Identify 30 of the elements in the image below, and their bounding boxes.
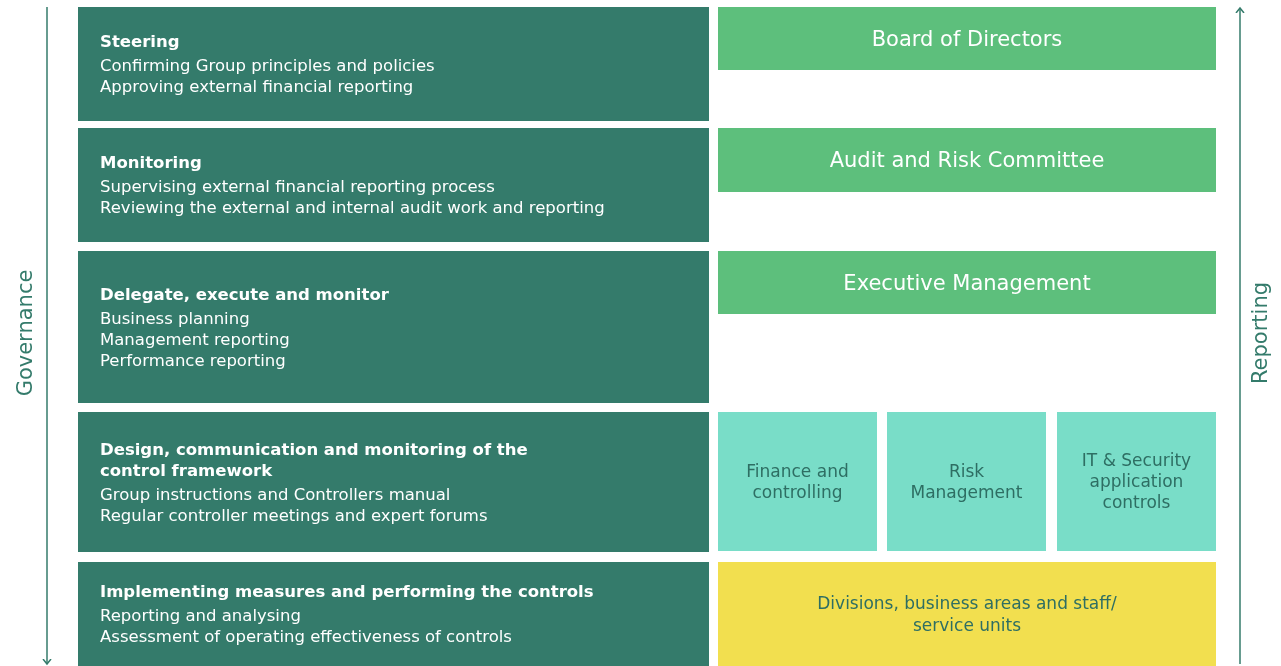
- organization-box: Board of Directors: [718, 7, 1216, 70]
- panel-heading: Implementing measures and performing the controls: [100, 581, 595, 602]
- panel-text: Group instructions and Controllers manual: [100, 483, 452, 505]
- panel-text: Confirming Group principles and policies: [100, 55, 436, 76]
- panel-heading: Design, communication and monitoring of the control framework: [100, 438, 529, 481]
- panel-heading: Monitoring: [100, 152, 203, 173]
- governance-level-panel: [78, 7, 709, 121]
- organization-box: Executive Management: [718, 251, 1216, 314]
- organization-box: Audit and Risk Committee: [718, 128, 1216, 192]
- panel-heading: Steering: [100, 31, 181, 52]
- panel-text: Business planning: [100, 307, 251, 329]
- panel-text: Regular controller meetings and expert forums: [100, 504, 489, 526]
- organization-box: Finance and controlling: [718, 412, 877, 551]
- panel-text: Reviewing the external and internal audit work and reporting: [100, 197, 606, 218]
- governance-level-panel: [78, 251, 709, 403]
- organization-box: Risk Management: [887, 412, 1046, 551]
- panel-heading: Delegate, execute and monitor: [100, 283, 390, 305]
- organization-box: IT & Security application controls: [1057, 412, 1216, 551]
- axis-label: Governance: [12, 269, 37, 397]
- organization-box: Divisions, business areas and staff/ service units: [718, 562, 1216, 666]
- panel-text: Management reporting: [100, 328, 291, 350]
- governance-level-panel: [78, 412, 709, 552]
- panel-text: Approving external financial reporting: [100, 76, 415, 97]
- panel-text: Supervising external financial reporting process: [100, 176, 496, 197]
- panel-text: Reporting and analysing: [100, 605, 302, 626]
- axis-label: Reporting: [1248, 281, 1273, 385]
- panel-text: Performance reporting: [100, 349, 287, 371]
- governance-level-panel: [78, 128, 709, 242]
- panel-text: Assessment of operating effectiveness of controls: [100, 626, 513, 647]
- governance-level-panel: [78, 562, 709, 666]
